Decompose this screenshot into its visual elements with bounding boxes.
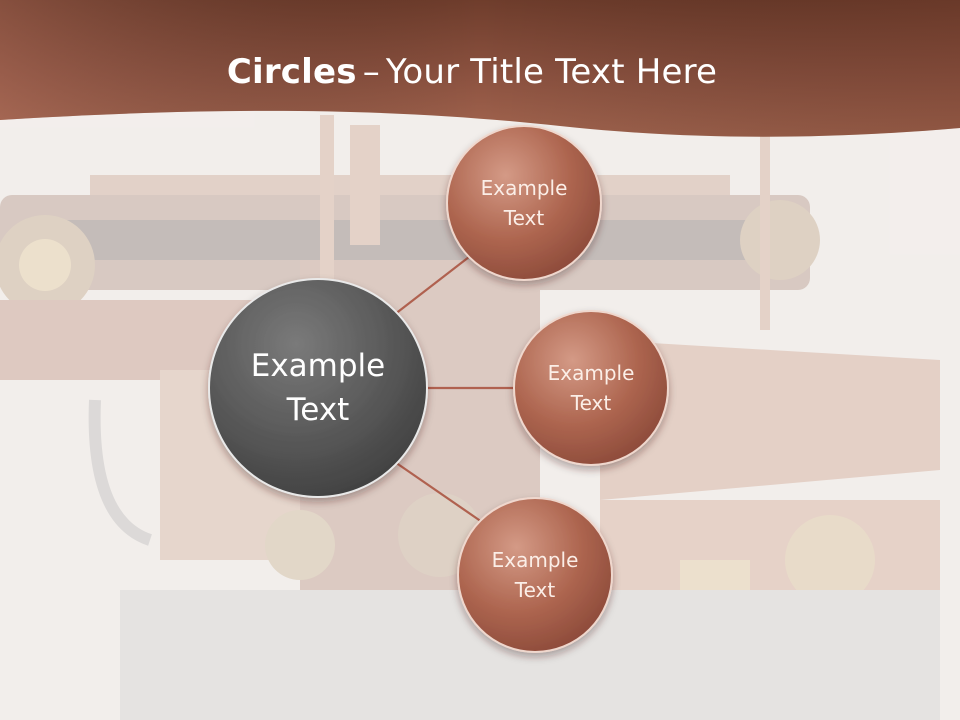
satellite-circle-2 (513, 310, 669, 466)
title-banner (0, 0, 960, 137)
connector-line-bottom (391, 459, 483, 523)
connector-line-top (389, 249, 479, 319)
satellite-circle-3 (457, 497, 613, 653)
title-separator: – (362, 52, 380, 92)
center-circle (208, 278, 428, 498)
connectors (389, 249, 515, 523)
title-rest: Your Title Text Here (385, 52, 718, 92)
slide-title: Circles–Your Title Text Here (0, 52, 944, 92)
satellite-circle-1 (446, 125, 602, 281)
title-bold: Circles (226, 52, 357, 92)
